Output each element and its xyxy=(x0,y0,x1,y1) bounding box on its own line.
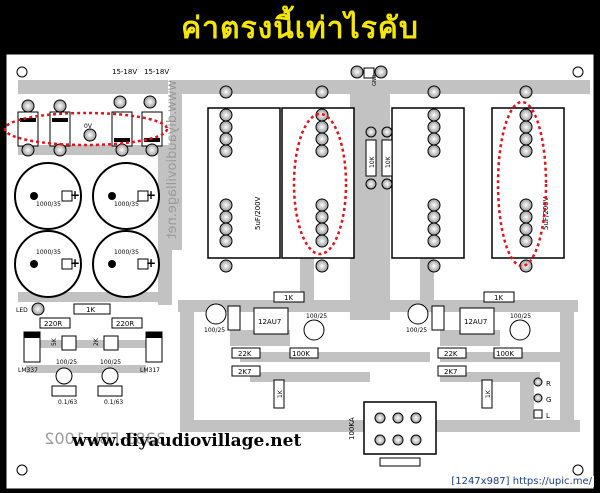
resistor-100k-r-label: 100K xyxy=(496,350,514,358)
highlight-film-left xyxy=(292,112,348,256)
left-channel: 1K 100/25 12AU7 100/25 22K 100K 2K7 1K xyxy=(204,291,327,409)
cap2-label: 1000/35 xyxy=(114,201,139,208)
out-g-label: G xyxy=(546,396,551,404)
film-right-label: 5uF/200V xyxy=(542,196,550,230)
cap-100-25-a-label: 100/25 xyxy=(56,359,77,366)
website-label: www.diyaudiovillage.net xyxy=(71,431,301,451)
cap4-label: 1000/35 xyxy=(114,249,139,256)
tube-l-label: 12AU7 xyxy=(258,318,281,326)
capacitor-bank: 1000/35 + 1000/35 + 1000/35 + 1000/35 + xyxy=(14,162,160,298)
cap-100-25-f-label: 100/25 xyxy=(510,313,531,320)
volume-pot: 100KA xyxy=(348,401,437,467)
highlight-film-right xyxy=(496,100,548,268)
resistor-1k-v-l-label: 1K xyxy=(277,389,284,398)
resistor-1k-v-r-label: 1K xyxy=(485,389,492,398)
resistor-2k7-r-label: 2K7 xyxy=(444,368,458,376)
capacitor-3: 1000/35 + xyxy=(14,230,82,298)
cap-01-63-b-label: 0.1/63 xyxy=(104,399,123,406)
input-connector: 15-18V 15-18V xyxy=(112,68,169,109)
lm337-label: LM337 xyxy=(18,367,38,374)
zero-volt-label: 0V xyxy=(84,123,93,130)
resistor-220r-b-label: 220R xyxy=(116,320,134,328)
mounting-holes xyxy=(16,66,584,476)
volt-label-left: 15-18V xyxy=(112,68,137,76)
cap-100-25-e-label: 100/25 xyxy=(406,327,427,334)
cap1-label: 1000/35 xyxy=(36,201,61,208)
resistor-100k-l-label: 100K xyxy=(292,350,310,358)
resistor-22k-l-label: 22K xyxy=(238,350,252,358)
pot-5k-label: 5K xyxy=(51,337,58,346)
resistor-1k-mid-r-label: 1K xyxy=(494,294,503,302)
cap-100-25-d-label: 100/25 xyxy=(306,313,327,320)
cap3-label: 1000/35 xyxy=(36,249,61,256)
out-l-label: L xyxy=(546,412,550,420)
footer-caption: [1247x987] https://upic.me/ xyxy=(449,476,594,487)
resistor-220r-a-label: 220R xyxy=(44,320,62,328)
page-title: ค่าตรงนี้เท่าไรคับ xyxy=(181,11,419,46)
capacitor-1: 1000/35 + xyxy=(14,162,82,230)
cap-01-63-a-label: 0.1/63 xyxy=(58,399,77,406)
resistor-10k-b-label: 10K xyxy=(385,155,392,168)
tube-r-label: 12AU7 xyxy=(464,318,487,326)
pot-label: 100KA xyxy=(348,417,356,440)
volt-label-right: 15-18V xyxy=(144,68,169,76)
svg-text:+: + xyxy=(70,256,80,270)
cap-100-25-b-label: 100/25 xyxy=(100,359,121,366)
resistor-2k7-l-label: 2K7 xyxy=(238,368,252,376)
resistor-1k-mid-l-label: 1K xyxy=(284,294,293,302)
film-left-label: 5uF/200V xyxy=(254,196,262,230)
right-channel: 1K 100/25 12AU7 100/25 22K 100K 2K7 1K xyxy=(406,291,531,409)
pcb-board: GND 15-18V 15-18V 0V xyxy=(3,53,595,490)
output-connector: R G L xyxy=(533,377,551,420)
title-bar: ค่าตรงนี้เท่าไรคับ xyxy=(0,0,600,52)
resistor-1k-left-label: 1K xyxy=(86,306,95,314)
film-cap-left: 5uF/200V xyxy=(207,107,281,259)
capacitor-4: 1000/35 + xyxy=(92,230,160,298)
capacitor-2: 1000/35 + xyxy=(92,162,160,230)
gnd-label: GND xyxy=(372,74,378,86)
power-connector: GND xyxy=(350,65,388,86)
lm317-label: LM317 xyxy=(140,367,160,374)
svg-text:+: + xyxy=(70,188,80,202)
pot-2k-label: 2K xyxy=(93,337,100,346)
highlight-diodes xyxy=(3,111,169,147)
cap-100-25-c-label: 100/25 xyxy=(204,327,225,334)
mirrored-code: 3383-FBL-1002 xyxy=(44,429,166,448)
resistor-22k-r-label: 22K xyxy=(444,350,458,358)
led-label: LED xyxy=(16,307,28,314)
mirrored-website: www.diyaudiovillage.net xyxy=(165,80,180,239)
svg-text:+: + xyxy=(146,256,156,270)
film-cap-pads xyxy=(219,85,533,273)
center-resistors: 10K 10K xyxy=(365,126,393,190)
resistor-10k-a-label: 10K xyxy=(369,155,376,168)
svg-text:+: + xyxy=(146,188,156,202)
regulator-section: LED 1K 220R 220R LM337 LM317 5K 2K 100/2… xyxy=(16,302,163,406)
film-cap-mid-right xyxy=(391,107,465,259)
out-r-label: R xyxy=(546,380,551,388)
